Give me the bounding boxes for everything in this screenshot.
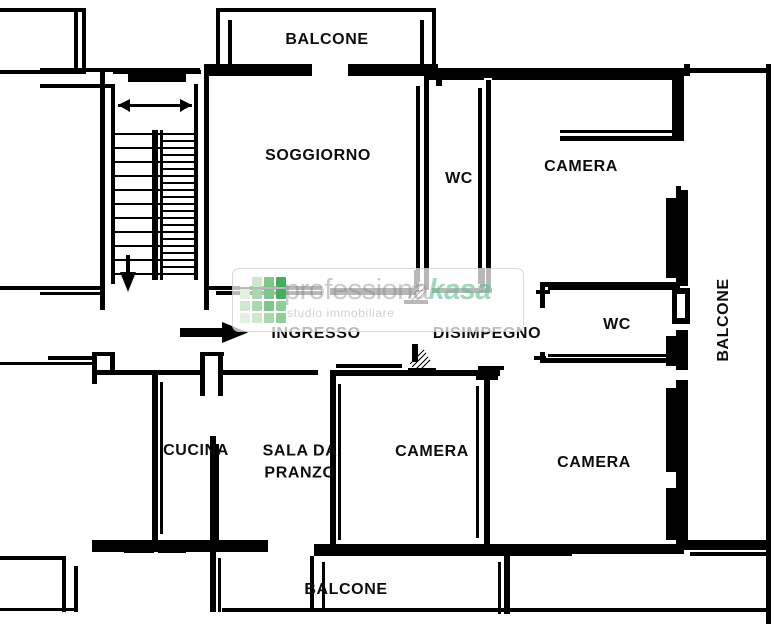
entrance-direction-arrow xyxy=(180,322,248,343)
wall-lines xyxy=(0,8,771,624)
